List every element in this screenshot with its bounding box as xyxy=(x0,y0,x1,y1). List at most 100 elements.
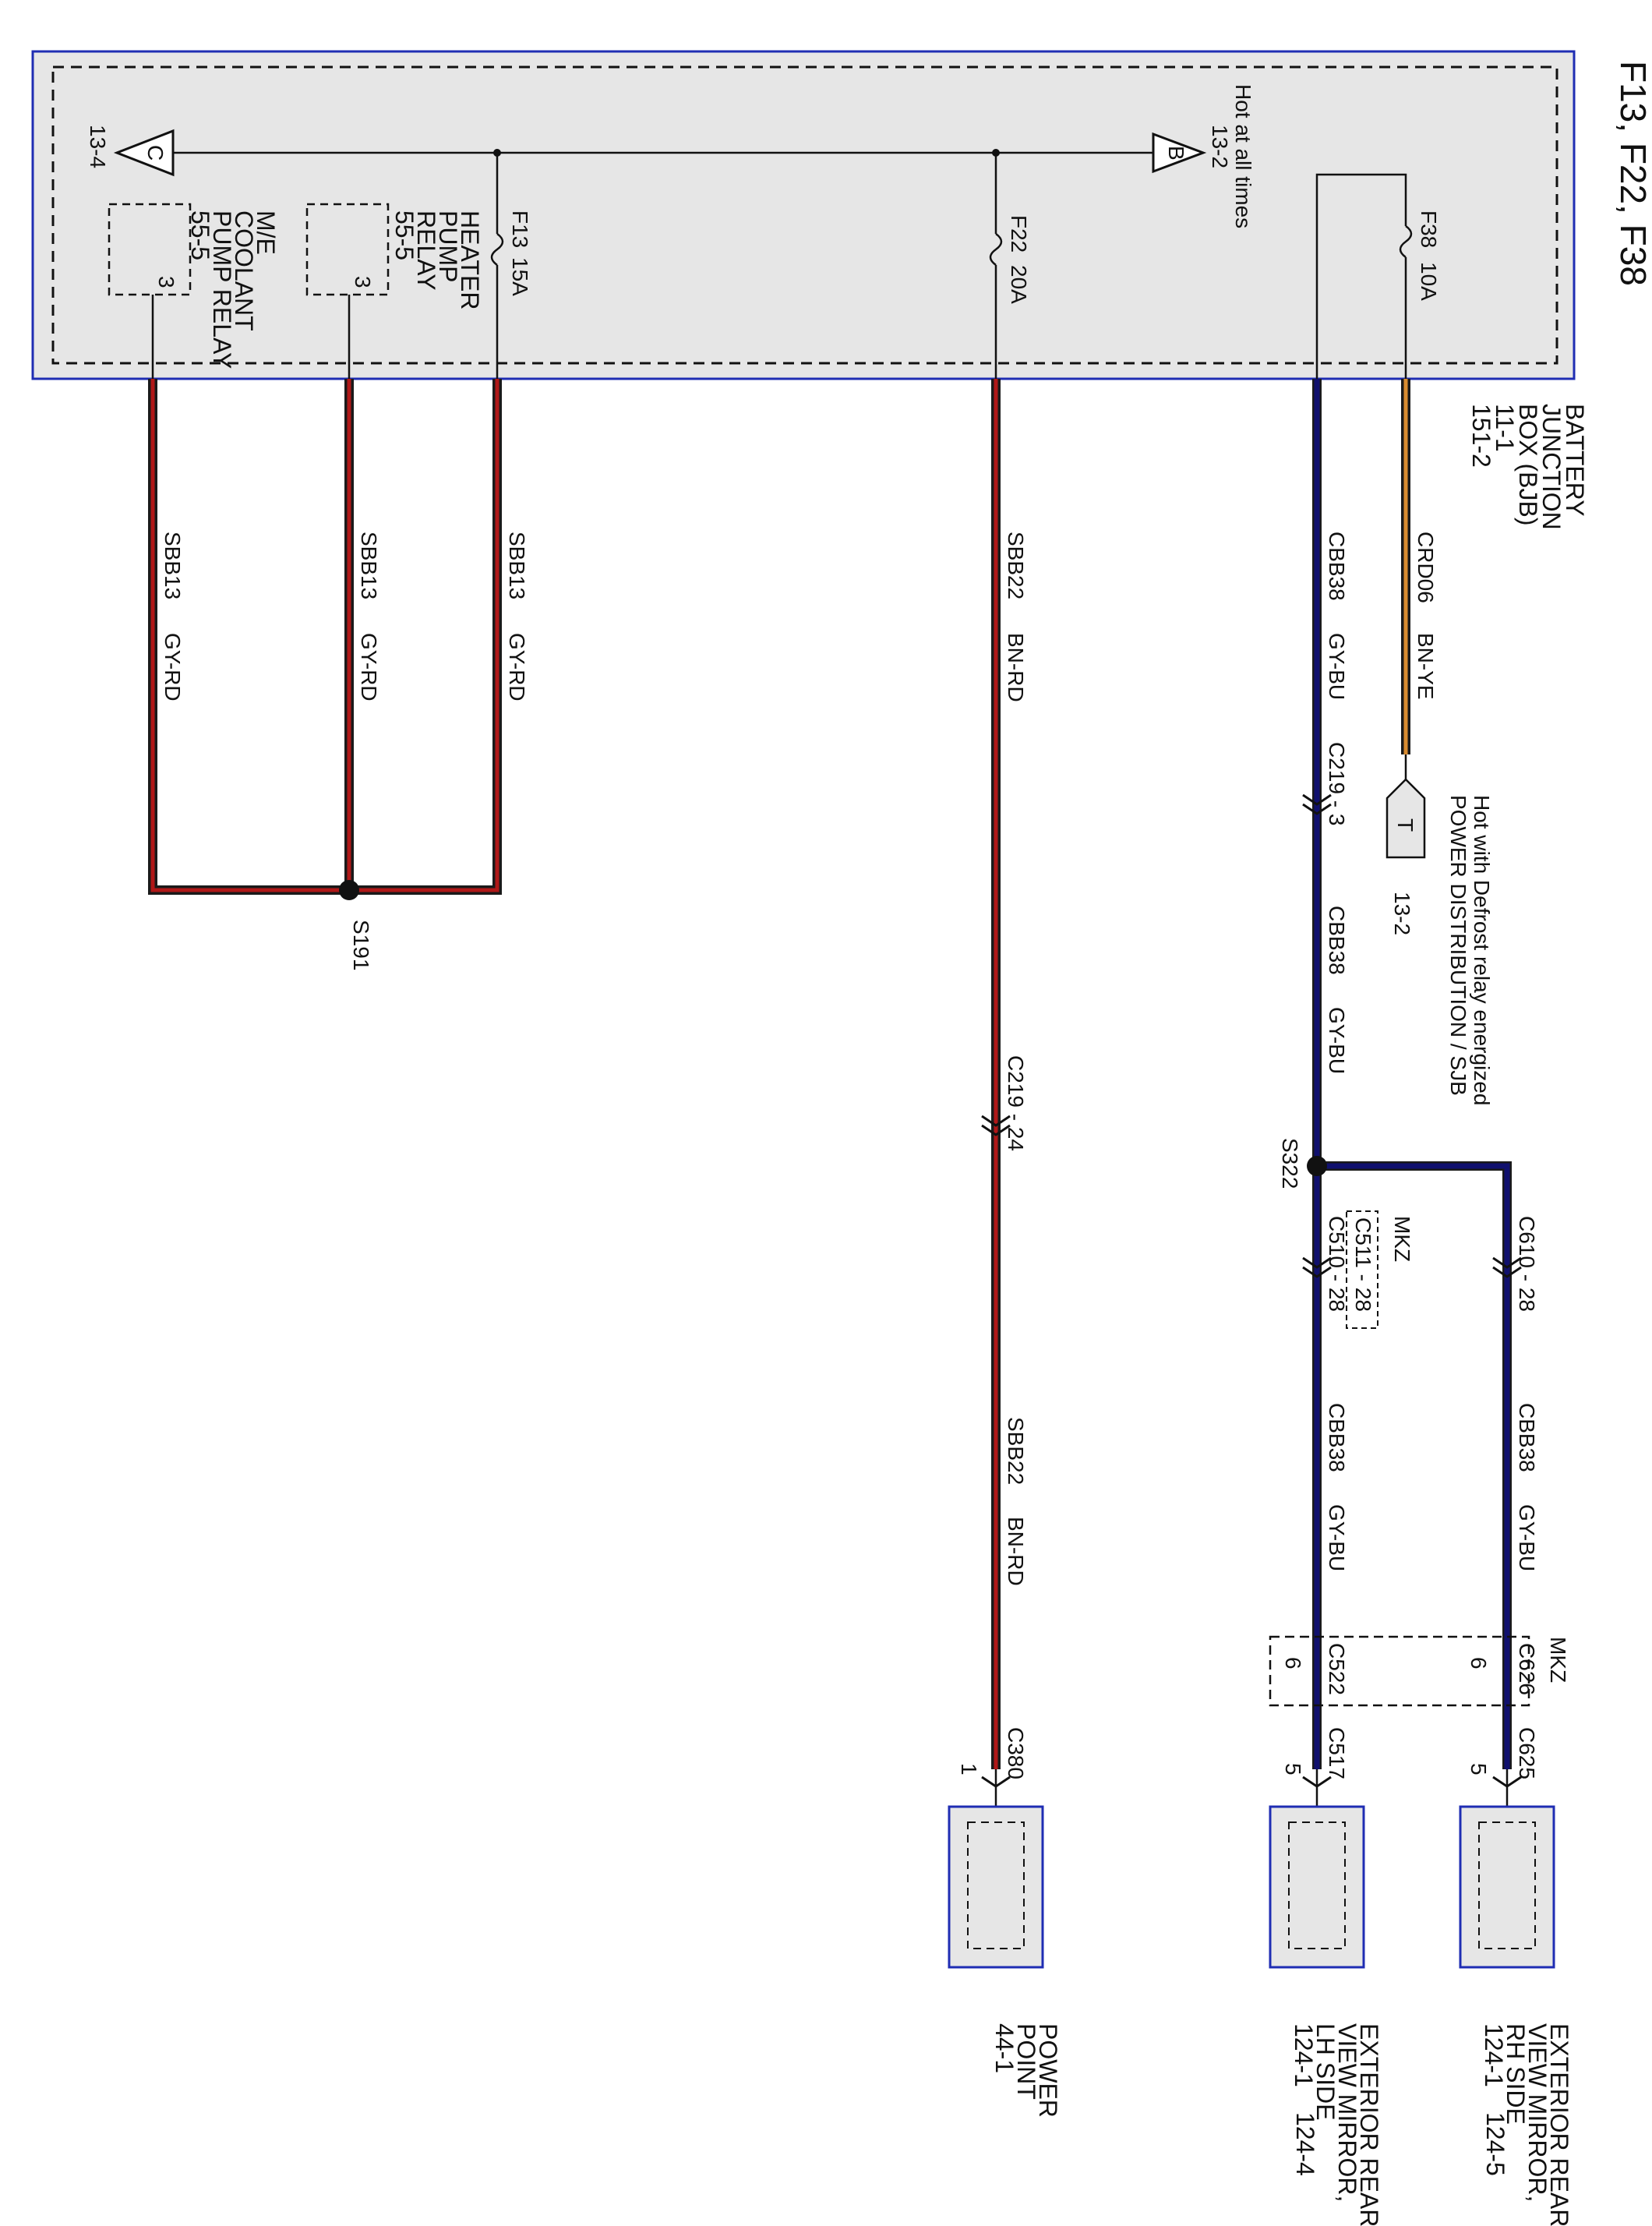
mirror-lh-line-4: 124-1 xyxy=(1290,2023,1318,2087)
wire-sbb13-f13-core xyxy=(349,379,499,892)
sbb13-1-circuit: SBB13 xyxy=(505,532,529,599)
wire-sbb13-coolant-core xyxy=(150,379,349,892)
connector-c517 xyxy=(1302,1769,1332,1807)
f13-name: F13 xyxy=(508,210,532,248)
c522-pin: 6 xyxy=(1281,1657,1305,1670)
mirror-rh-line-2: VIEW MIRROR, xyxy=(1523,2023,1551,2202)
sbb22-b-color: BN-RD xyxy=(1004,1517,1028,1586)
mkz-top-label: MKZ xyxy=(1390,1216,1414,1262)
c517-label: C517 xyxy=(1325,1727,1349,1779)
sbb22-a-color: BN-RD xyxy=(1004,633,1028,702)
coolant-pump-relay-label: M/E COOLANT PUMP RELAY 55-5 xyxy=(186,210,280,369)
bjb-input-triangle-b xyxy=(1152,132,1207,174)
mirror-lh-line-3: LH SIDE xyxy=(1311,2023,1340,2120)
mirror-lh-inner xyxy=(1288,1821,1346,1949)
c626-label: C626 xyxy=(1515,1643,1539,1695)
f22-amps: 20A xyxy=(1007,265,1031,304)
power-point-label: POWER POINT 44-1 xyxy=(990,2023,1062,2118)
bjb-name-line-3: BOX (BJB) xyxy=(1514,404,1542,525)
diagram-title: F13, F22, F38 xyxy=(1613,61,1652,286)
f38-amps: 10A xyxy=(1417,262,1441,301)
heater-relay-pin: 3 xyxy=(351,276,375,288)
connector-c380 xyxy=(981,1769,1011,1807)
defrost-line-1: Hot with Defrost relay energized xyxy=(1470,795,1494,1105)
cbb38-rh-color: GY-BU xyxy=(1515,1504,1539,1571)
heater-relay-line-2: PUMP xyxy=(434,210,462,282)
coolant-relay-line-2: COOLANT xyxy=(230,210,258,331)
cbb38-lh-circuit: CBB38 xyxy=(1325,1403,1349,1472)
connector-c610-28 xyxy=(1492,1256,1522,1278)
coolant-relay-line-3: PUMP RELAY xyxy=(208,210,236,369)
sbb13-3-circuit: SBB13 xyxy=(161,532,185,599)
c522-label: C522 xyxy=(1325,1643,1349,1695)
heater-relay-line-4: 55-5 xyxy=(390,210,418,260)
mkz-c626-c522-dashed-box xyxy=(1269,1635,1530,1707)
bjb-label: BATTERY JUNCTION BOX (BJB) 11-1 151-2 xyxy=(1467,404,1589,530)
coolant-relay-line-4: 55-5 xyxy=(186,210,214,260)
defrost-line-2: POWER DISTRIBUTION / SJB xyxy=(1446,795,1470,1096)
hot-at-all-times: Hot at all times xyxy=(1231,84,1255,228)
power-point-line-3: 44-1 xyxy=(990,2023,1018,2073)
mirror-lh-ref: 124-4 xyxy=(1291,2112,1319,2176)
bjb-name-line-4: 11-1 xyxy=(1491,404,1519,452)
coolant-pump-relay-box xyxy=(108,203,192,296)
c511-dashed-box xyxy=(1346,1210,1378,1329)
c380-pin: 1 xyxy=(957,1763,981,1776)
f22-name: F22 xyxy=(1007,215,1031,253)
crd06-circuit: CRD06 xyxy=(1414,532,1438,603)
c511-28-label: C511 - 28 xyxy=(1351,1217,1375,1312)
tri-b-letter: B xyxy=(1164,146,1188,161)
cbb38-b-circuit: CBB38 xyxy=(1325,906,1349,975)
c510-28-label: C510 - 28 xyxy=(1325,1216,1349,1312)
cbb38-b-color: GY-BU xyxy=(1325,1007,1349,1074)
c219-24-label: C219 - 24 xyxy=(1004,1055,1028,1151)
tri-b-ref: 13-2 xyxy=(1208,125,1232,168)
f38-fuse-symbol xyxy=(1399,224,1413,259)
defrost-tag xyxy=(1385,778,1426,859)
connector-c510-28 xyxy=(1302,1256,1332,1278)
bjb-name-line-1: BATTERY xyxy=(1561,404,1589,517)
heater-relay-line-3: RELAY xyxy=(412,210,440,291)
connector-c219-24 xyxy=(981,1115,1011,1136)
mirror-lh-label: EXTERIOR REAR VIEW MIRROR, LH SIDE 124-1 xyxy=(1290,2023,1383,2226)
splice-s191 xyxy=(339,880,359,900)
cbb38-lh-color: GY-BU xyxy=(1325,1504,1349,1571)
defrost-ref: 13-2 xyxy=(1390,892,1414,935)
mirror-lh-line-1: EXTERIOR REAR xyxy=(1355,2023,1383,2226)
mirror-rh-line-1: EXTERIOR REAR xyxy=(1545,2023,1573,2226)
sbb22-a-circuit: SBB22 xyxy=(1004,532,1028,599)
tri-c-ref: 13-4 xyxy=(86,125,110,168)
mirror-rh-line-4: 124-1 xyxy=(1480,2023,1508,2087)
coolant-relay-pin: 3 xyxy=(154,276,178,288)
f13-amps: 15A xyxy=(508,257,532,296)
s322-label: S322 xyxy=(1278,1138,1302,1189)
bjb-inner-dashed xyxy=(51,65,1558,365)
mirror-lh-box xyxy=(1269,1805,1365,1969)
defrost-tag-letter: T xyxy=(1393,818,1417,832)
heater-pump-relay-label: HEATER PUMP RELAY 55-5 xyxy=(390,210,484,309)
c610-28-label: C610 - 28 xyxy=(1515,1216,1539,1312)
heater-relay-line-1: HEATER xyxy=(456,210,484,309)
wire-cbb38-branch-core xyxy=(1317,1163,1510,1769)
c380-label: C380 xyxy=(1004,1727,1028,1779)
mirror-rh-label: EXTERIOR REAR VIEW MIRROR, RH SIDE 124-1 xyxy=(1480,2023,1573,2226)
heater-pump-relay-box xyxy=(305,203,390,296)
c219-3-label: C219 - 3 xyxy=(1325,742,1349,825)
cbb38-rh-circuit: CBB38 xyxy=(1515,1403,1539,1472)
power-point-line-1: POWER xyxy=(1034,2023,1062,2118)
sbb13-1-color: GY-RD xyxy=(505,633,529,701)
sbb13-2-circuit: SBB13 xyxy=(357,532,381,599)
c625-pin: 5 xyxy=(1467,1763,1491,1776)
sbb13-3-color: GY-RD xyxy=(161,633,185,701)
s191-label: S191 xyxy=(349,920,373,970)
mirror-lh-line-2: VIEW MIRROR, xyxy=(1333,2023,1361,2202)
sbb22-b-circuit: SBB22 xyxy=(1004,1417,1028,1485)
power-point-inner xyxy=(967,1821,1025,1949)
mirror-rh-inner xyxy=(1478,1821,1536,1949)
mkz-bottom-label: MKZ xyxy=(1546,1637,1570,1683)
c626-pin: 6 xyxy=(1467,1657,1491,1670)
connector-c625 xyxy=(1492,1769,1522,1807)
c625-label: C625 xyxy=(1515,1727,1539,1779)
cbb38-a-circuit: CBB38 xyxy=(1325,532,1349,601)
